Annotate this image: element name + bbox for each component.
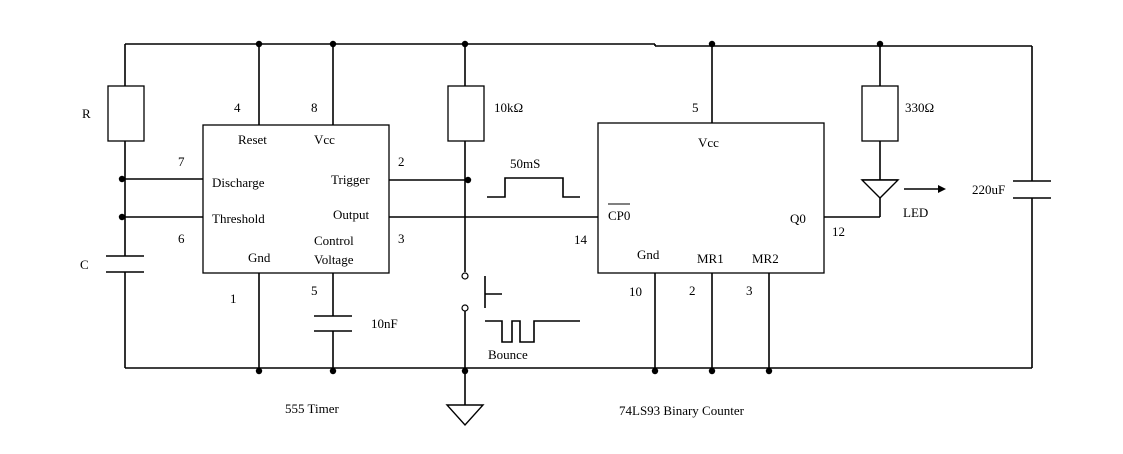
counter-body [597, 122, 825, 274]
led-label: LED [903, 205, 928, 220]
pulse-waveform [487, 177, 580, 198]
switch-contact-top [461, 272, 469, 280]
timer-pin-number-3: 3 [398, 231, 405, 246]
resistor-r [107, 85, 145, 142]
timer-pin-number-5: 5 [311, 283, 318, 298]
timer-pin-voltage: Voltage [314, 252, 354, 267]
trigger-switch-network [445, 40, 502, 427]
timer-pin-number-4: 4 [234, 100, 241, 115]
timer-pin-number-7: 7 [178, 154, 185, 169]
resistor-10k [447, 85, 485, 142]
timer-pin-number-2: 2 [398, 154, 405, 169]
timer-555 [202, 40, 598, 375]
led-diode [860, 179, 900, 199]
cap-10nf-label: 10nF [371, 316, 398, 331]
bounce-waveform [485, 320, 580, 343]
capacitor-c-label: C [80, 257, 89, 272]
timer-pin-gnd: Gnd [248, 250, 271, 265]
counter-pin-mr1: MR1 [697, 251, 724, 266]
counter-caption: 74LS93 Binary Counter [619, 403, 745, 418]
power-rail [125, 43, 1032, 47]
led-branch [860, 40, 946, 217]
timer-pin-vcc: Vcc [314, 132, 335, 147]
counter-pin-number-2: 2 [689, 283, 696, 298]
timer-pin-output: Output [333, 207, 370, 222]
ground-symbol [445, 404, 485, 427]
resistor-330-label: 330Ω [905, 100, 934, 115]
capacitor-220uf [1013, 46, 1051, 368]
timer-pin-number-6: 6 [178, 231, 185, 246]
counter-pin-vcc: Vcc [698, 135, 719, 150]
counter-pin-gnd: Gnd [637, 247, 660, 262]
timing-network [106, 44, 203, 368]
timer-body [202, 124, 390, 274]
timer-pin-control: Control [314, 233, 354, 248]
counter-pin-number-12: 12 [832, 224, 845, 239]
timer-pin-number-1: 1 [230, 291, 237, 306]
counter-pin-number-10: 10 [629, 284, 642, 299]
resistor-r-label: R [82, 106, 91, 121]
switch-contact-bottom [461, 304, 469, 312]
bounce-label: Bounce [488, 347, 528, 362]
timer-pin-discharge: Discharge [212, 175, 265, 190]
counter-pin-number-14: 14 [574, 232, 588, 247]
timer-caption: 555 Timer [285, 401, 339, 416]
timer-pin-reset: Reset [238, 132, 267, 147]
timer-pin-trigger: Trigger [331, 172, 370, 187]
timer-pin-number-8: 8 [311, 100, 318, 115]
counter-pin-number-5: 5 [692, 100, 699, 115]
resistor-10k-label: 10kΩ [494, 100, 523, 115]
counter-pin-q0: Q0 [790, 211, 806, 226]
resistor-330 [861, 85, 899, 142]
counter-pin-cp0: CP0 [608, 208, 630, 223]
timer-pin-threshold: Threshold [212, 211, 265, 226]
capacitor-220uf-label: 220uF [972, 182, 1005, 197]
counter-pin-mr2: MR2 [752, 251, 779, 266]
counter-pin-number-3: 3 [746, 283, 753, 298]
counter-74ls93 [597, 40, 880, 375]
led-arrow-icon [938, 185, 946, 193]
pulse-label: 50mS [510, 156, 540, 171]
